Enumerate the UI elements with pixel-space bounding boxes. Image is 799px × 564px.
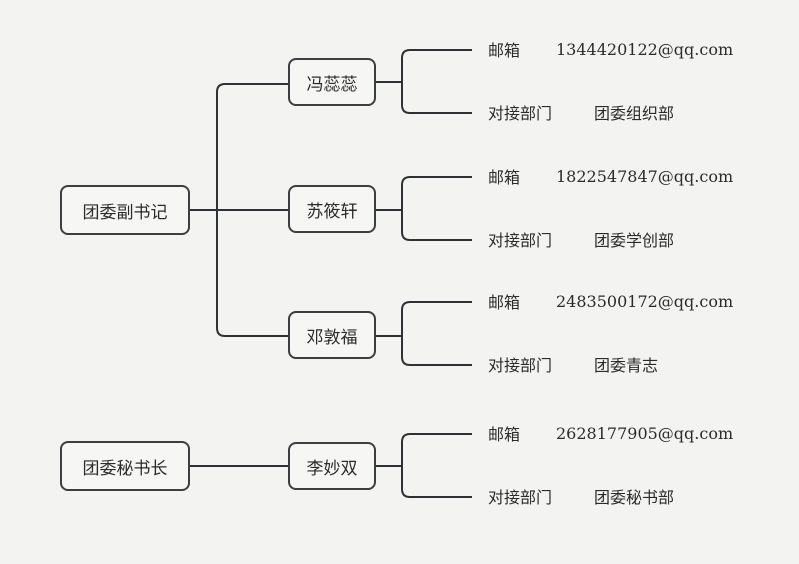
email-leaf: 邮箱 2628177905@qq.com: [488, 420, 733, 446]
connector-root1-to-person1: [216, 83, 288, 210]
dept-leaf: 对接部门 团委秘书部: [488, 483, 674, 509]
dept-leaf: 对接部门 团委青志: [488, 351, 658, 377]
connector-root1-to-person3: [216, 210, 288, 337]
person-node: 冯蕊蕊: [288, 58, 376, 106]
dept-leaf: 对接部门 团委学创部: [488, 226, 674, 252]
connector-person4-to-dept: [401, 466, 472, 498]
dept-value: 团委学创部: [594, 231, 675, 250]
email-label: 邮箱: [488, 168, 521, 187]
person-node: 李妙双: [288, 442, 376, 490]
email-leaf: 邮箱 1822547847@qq.com: [488, 163, 733, 189]
person-node: 邓敦福: [288, 311, 376, 359]
email-value: 2483500172@qq.com: [556, 291, 734, 311]
dept-value: 团委组织部: [594, 104, 675, 123]
email-value: 1344420122@qq.com: [556, 39, 734, 59]
root-node-secretary-general: 团委秘书长: [60, 441, 190, 491]
root-node-deputy-secretary: 团委副书记: [60, 185, 190, 235]
connector-person1-to-dept: [401, 82, 472, 114]
dept-label: 对接部门: [488, 231, 553, 250]
email-label: 邮箱: [488, 41, 521, 60]
email-leaf: 邮箱 2483500172@qq.com: [488, 288, 733, 314]
dept-label: 对接部门: [488, 356, 553, 375]
connector-person4-to-email: [401, 433, 472, 466]
dept-value: 团委青志: [594, 356, 659, 375]
email-value: 1822547847@qq.com: [556, 166, 734, 186]
dept-value: 团委秘书部: [594, 488, 675, 507]
email-leaf: 邮箱 1344420122@qq.com: [488, 36, 733, 62]
email-label: 邮箱: [488, 293, 521, 312]
connector-person3-to-email: [401, 301, 472, 336]
person-node: 苏筱轩: [288, 185, 376, 233]
connector-person2-to-email: [401, 176, 472, 210]
connector-person2-to-dept: [401, 210, 472, 241]
connector-person3-to-dept: [401, 336, 472, 366]
email-label: 邮箱: [488, 425, 521, 444]
email-value: 2628177905@qq.com: [556, 423, 734, 443]
dept-label: 对接部门: [488, 488, 553, 507]
connector-person1-to-email: [401, 49, 472, 82]
dept-label: 对接部门: [488, 104, 553, 123]
dept-leaf: 对接部门 团委组织部: [488, 99, 674, 125]
